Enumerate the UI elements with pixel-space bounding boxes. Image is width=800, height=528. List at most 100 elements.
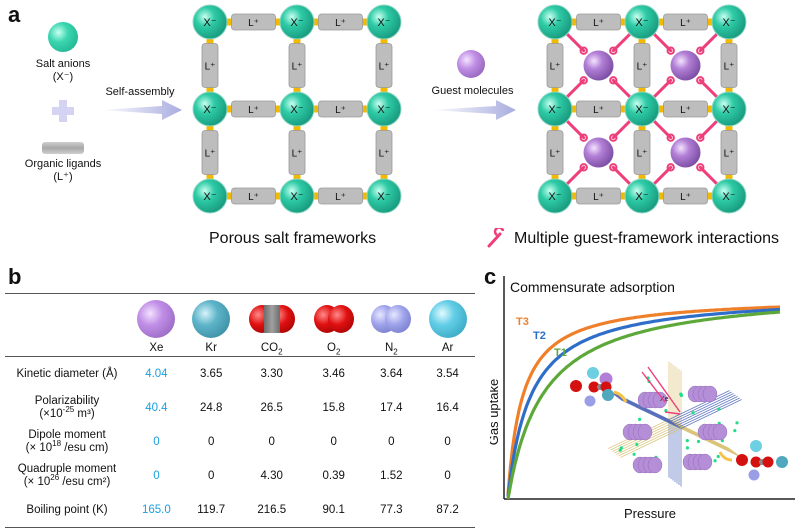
ligand-label: L⁺: [593, 18, 604, 29]
gas-molecule: [570, 380, 582, 392]
interaction-caption: Multiple guest-framework interactions: [514, 230, 779, 248]
outflow-arrow-icon: [720, 452, 732, 460]
ligand-label: L⁺: [550, 62, 561, 73]
framework-atom: [735, 421, 738, 424]
anion-label: X⁻: [203, 17, 216, 29]
gas-molecule: [750, 440, 762, 452]
guest-molecules-label: Guest molecules: [425, 85, 520, 98]
guest-molecule: [671, 138, 701, 168]
gas-molecule: [736, 454, 748, 466]
guest-loaded-framework: L⁺L⁺L⁺L⁺L⁺L⁺L⁺L⁺L⁺L⁺L⁺L⁺X⁻X⁻X⁻X⁻X⁻X⁻X⁻X⁻…: [535, 2, 750, 217]
ligand-label: L⁺: [593, 192, 604, 203]
ligand-label: L⁺: [335, 105, 346, 116]
gas-molecule: [763, 457, 774, 468]
column-co2: CO2: [239, 294, 305, 357]
column-ar: Ar: [420, 294, 475, 357]
panel-a-label: a: [8, 2, 20, 28]
organic-ligand-icon: [42, 142, 84, 154]
gas-properties-table: Xe Kr CO2 O2: [5, 293, 475, 528]
column-n2: N2: [363, 294, 421, 357]
ligand-label: L⁺: [205, 62, 216, 73]
framework-atom: [733, 429, 736, 432]
salt-anion-sphere-icon: [48, 22, 78, 52]
anion-label: X⁻: [377, 104, 390, 116]
panel-b-label: b: [8, 264, 21, 290]
gas-molecule: [749, 470, 760, 481]
framework-atom: [713, 459, 716, 462]
anion-label: X⁻: [203, 191, 216, 203]
table-row-dipole-moment: Dipole moment(× 1018 /esu cm) 0 0 0 0 0 …: [5, 425, 475, 459]
anion-label: X⁻: [635, 17, 648, 29]
guest-molecule: [671, 51, 701, 81]
framework-atom: [680, 394, 683, 397]
ligand-label: L⁺: [205, 149, 216, 160]
gas-molecule: [602, 389, 614, 401]
o2-molecule-icon: [314, 305, 354, 333]
anion-label: X⁻: [722, 104, 735, 116]
anion-label: X⁻: [290, 191, 303, 203]
framework-atom: [638, 418, 641, 421]
ar-sphere-icon: [429, 300, 467, 338]
guest-molecule: [584, 51, 614, 81]
co2-molecule-icon: [249, 305, 295, 333]
anion-label: X⁻: [635, 191, 648, 203]
xe-guest: [713, 424, 727, 440]
chart-title: Commensurate adsorption: [510, 279, 675, 295]
guest-molecule: [584, 138, 614, 168]
plus-icon: [52, 100, 74, 122]
ligand-label: L⁺: [637, 62, 648, 73]
xe-guest: [703, 386, 717, 402]
anion-label: X⁻: [722, 191, 735, 203]
series-label-t2: T2: [533, 330, 546, 342]
x-axis-label: Pressure: [624, 506, 676, 521]
anion-label: X⁻: [203, 104, 216, 116]
framework-caption: Porous salt frameworks: [209, 230, 376, 248]
gas-molecule: [587, 367, 599, 379]
series-label-t1: T1: [554, 347, 567, 359]
framework-atom: [697, 440, 700, 443]
xe-guest: [698, 454, 712, 470]
anion-label: X⁻: [290, 104, 303, 116]
anion-label: X⁻: [377, 17, 390, 29]
framework-inset-illustration: Xe: [570, 362, 788, 487]
ligand-label: L⁺: [248, 192, 259, 203]
ligand-label: L⁺: [593, 105, 604, 116]
table-row-boiling-point: Boiling point (K) 165.0 119.7 216.5 90.1…: [5, 493, 475, 527]
table-row-quadruple-moment: Quadruple moment(× 1026 /esu cm²) 0 0 4.…: [5, 459, 475, 493]
column-o2: O2: [305, 294, 363, 357]
ligand-label: L⁺: [292, 62, 303, 73]
y-axis-label: Gas uptake: [490, 379, 501, 446]
gas-molecule: [585, 396, 596, 407]
salt-anion-symbol: (X⁻): [23, 71, 103, 84]
anion-label: X⁻: [548, 104, 561, 116]
salt-anion-label: Salt anions: [23, 58, 103, 71]
anion-label: X⁻: [722, 17, 735, 29]
ligand-label: L⁺: [379, 62, 390, 73]
ligand-label: L⁺: [680, 105, 691, 116]
table-row-polarizability: Polarizability(×10-25 m³) 40.4 24.8 26.5…: [5, 391, 475, 425]
anion-label: X⁻: [548, 17, 561, 29]
ligand-label: L⁺: [550, 149, 561, 160]
table-header-row: Xe Kr CO2 O2: [5, 294, 475, 357]
wrench-interaction-icon: [486, 228, 506, 248]
adsorption-chart: Commensurate adsorption Pressure Gas upt…: [490, 262, 800, 521]
table-row-kinetic-diameter: Kinetic diameter (Å) 4.04 3.65 3.30 3.46…: [5, 357, 475, 392]
framework-atom: [691, 411, 694, 414]
self-assembly-arrow-icon: [98, 98, 184, 122]
guest-loading-arrow-icon: [428, 98, 518, 122]
gas-molecule: [776, 456, 788, 468]
porous-salt-framework: L⁺L⁺L⁺L⁺L⁺L⁺L⁺L⁺L⁺L⁺L⁺L⁺X⁻X⁻X⁻X⁻X⁻X⁻X⁻X⁻…: [190, 2, 405, 217]
framework-atom: [686, 446, 689, 449]
ligand-label: L⁺: [248, 105, 259, 116]
organic-ligand-symbol: (L⁺): [13, 171, 113, 184]
anion-label: X⁻: [377, 191, 390, 203]
ligand-label: L⁺: [637, 149, 648, 160]
ligand-label: L⁺: [379, 149, 390, 160]
column-xe: Xe: [129, 294, 184, 357]
anion-label: X⁻: [290, 17, 303, 29]
framework-atom: [632, 453, 635, 456]
anion-label: X⁻: [635, 104, 648, 116]
framework-atom: [635, 443, 638, 446]
interaction-line: [665, 412, 680, 414]
framework-atom: [717, 407, 720, 410]
